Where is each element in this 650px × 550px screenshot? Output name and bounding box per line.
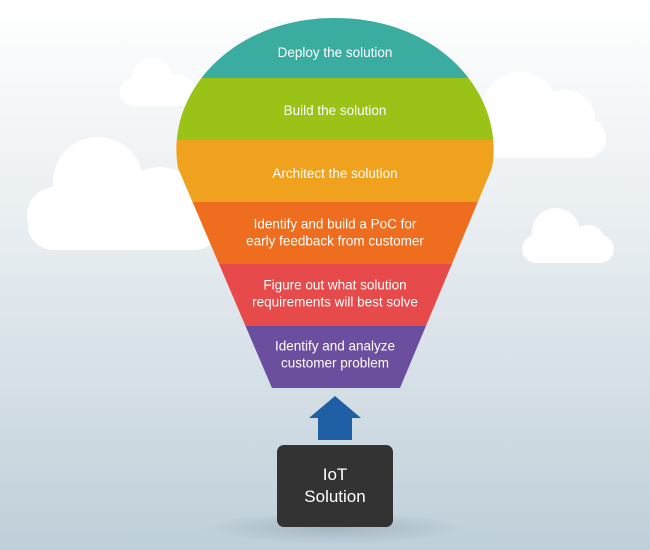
band-label-deploy-line-1: Deploy the solution [278, 45, 393, 60]
up-arrow-icon [309, 396, 361, 440]
balloon-band-poc [176, 202, 494, 265]
band-label-poc-line-2: early feedback from customer [246, 234, 424, 249]
iot-solution-label-line-2: Solution [304, 487, 365, 506]
ground-shadow [205, 512, 465, 544]
band-label-poc-line-1: Identify and build a PoC for [254, 217, 417, 232]
cloud-large-left [27, 137, 220, 250]
clouds [27, 58, 614, 263]
cloud-small-right [522, 208, 614, 263]
band-label-architect-line-1: Architect the solution [272, 166, 397, 181]
iot-solution-box [277, 445, 393, 527]
band-label-build-line-1: Build the solution [284, 103, 387, 118]
band-label-analyze-line-1: Identify and analyze [275, 339, 395, 354]
band-label-requirements-line-1: Figure out what solution [263, 278, 406, 293]
band-label-analyze-line-2: customer problem [281, 356, 389, 371]
iot-solution-label-line-1: IoT [323, 465, 348, 484]
cloud-small-top-left [120, 58, 198, 106]
band-label-requirements-line-2: requirements will best solve [252, 295, 418, 310]
balloon-band-build [176, 78, 494, 141]
balloon-band-architect [176, 140, 494, 203]
